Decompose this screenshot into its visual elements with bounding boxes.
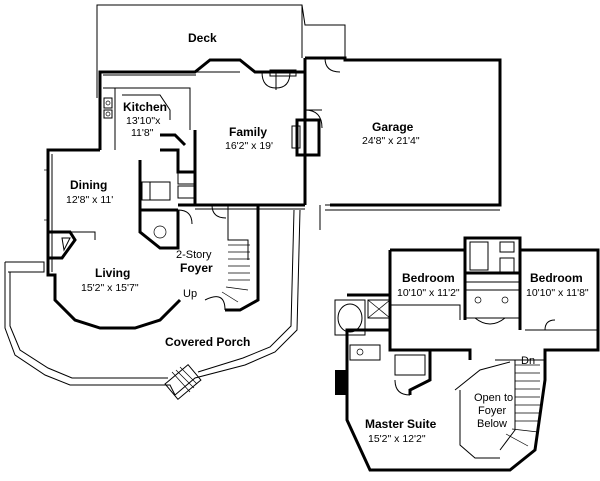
kitchen-dim-1: 13'10"x bbox=[126, 115, 161, 127]
dining-dim: 12'8" x 11' bbox=[66, 194, 113, 206]
stair-down-label: Dn bbox=[521, 355, 535, 367]
foyer-label-2: Foyer bbox=[180, 261, 213, 275]
garage bbox=[291, 56, 502, 230]
family-label: Family bbox=[229, 125, 267, 139]
upper-floor bbox=[334, 236, 600, 472]
living-dim: 15'2" x 15'7" bbox=[81, 282, 139, 294]
living-label: Living bbox=[95, 266, 130, 280]
bedroom-right-dim: 10'10" x 11'8" bbox=[526, 287, 589, 299]
foyer-stairs bbox=[204, 203, 260, 312]
bedroom-right-label: Bedroom bbox=[530, 271, 583, 285]
family-dim: 16'2" x 19' bbox=[225, 140, 273, 152]
dining-label: Dining bbox=[70, 178, 107, 192]
stair-up-label: Up bbox=[183, 288, 197, 300]
open-foyer-line-1: Open to bbox=[474, 392, 513, 404]
bedroom-left-label: Bedroom bbox=[402, 271, 455, 285]
open-foyer-line-3: Below bbox=[477, 418, 507, 430]
master-suite-label: Master Suite bbox=[365, 417, 437, 431]
covered-porch bbox=[4, 209, 301, 401]
deck-area bbox=[96, 4, 346, 98]
family-walls bbox=[138, 130, 305, 250]
kitchen-dim-2: 11'8" bbox=[131, 127, 154, 139]
dining-living-walls bbox=[44, 148, 182, 330]
garage-dim: 24'8" x 21'4" bbox=[362, 135, 420, 147]
open-foyer-line-2: Foyer bbox=[478, 405, 506, 417]
master-suite-dim: 15'2" x 12'2" bbox=[368, 433, 426, 445]
room-labels: Deck Kitchen 13'10"x 11'8" Family 16'2" … bbox=[66, 31, 589, 445]
garage-label: Garage bbox=[372, 120, 414, 134]
stair-treads bbox=[221, 244, 250, 303]
deck-label: Deck bbox=[188, 31, 217, 45]
porch-label: Covered Porch bbox=[165, 335, 250, 349]
upper-stair-treads bbox=[505, 364, 540, 447]
kitchen-label: Kitchen bbox=[123, 100, 167, 114]
rear-walls bbox=[98, 58, 305, 150]
bedroom-left-dim: 10'10" x 11'2" bbox=[397, 287, 460, 299]
foyer-label-1: 2-Story bbox=[176, 249, 212, 261]
